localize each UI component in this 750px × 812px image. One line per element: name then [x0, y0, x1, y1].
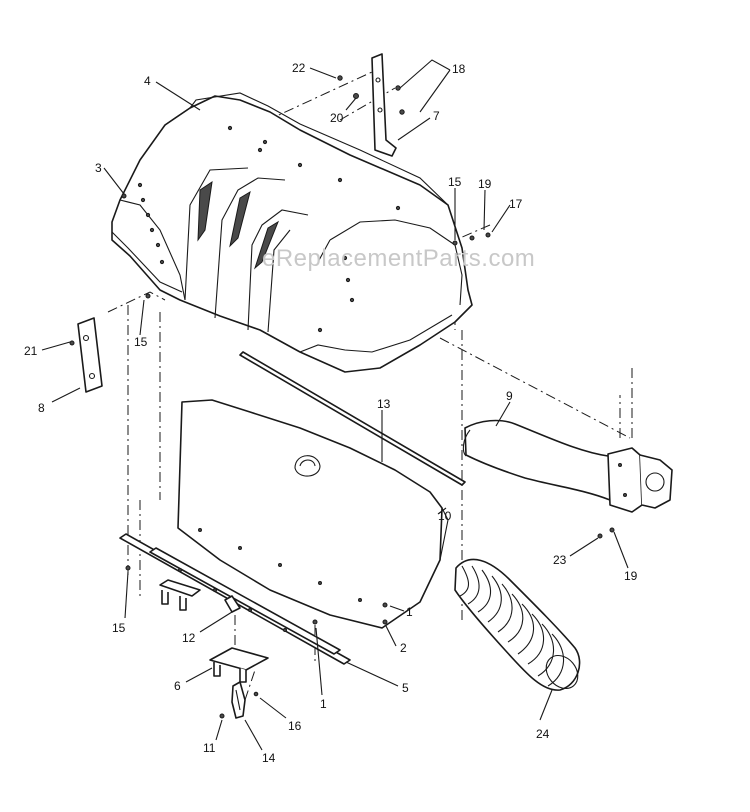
callout-15: 15: [448, 175, 462, 189]
callout-17: 17: [509, 197, 523, 211]
mounting-rail: [119, 533, 351, 665]
callout-5: 5: [402, 681, 409, 695]
callout-19: 19: [624, 569, 638, 583]
flex-hose: [454, 558, 581, 691]
callout-19: 19: [478, 177, 492, 191]
callout-12: 12: [182, 631, 196, 645]
watermark: eReplacementParts.com: [262, 245, 535, 272]
mount-plate: [77, 317, 103, 393]
callout-16: 16: [288, 719, 302, 733]
leader-lines: [41, 59, 629, 751]
lower-bracket: [209, 647, 269, 683]
callout-24: 24: [536, 727, 550, 741]
callout-15: 15: [112, 621, 126, 635]
callout-7: 7: [433, 109, 440, 123]
callout-23: 23: [553, 553, 567, 567]
callout-11: 11: [203, 741, 216, 755]
fasteners: [69, 193, 615, 719]
callout-2: 2: [400, 641, 407, 655]
callout-10: 10: [438, 509, 452, 523]
callout-1: 1: [406, 605, 413, 619]
callout-15: 15: [134, 335, 148, 349]
callout-1: 1: [320, 697, 327, 711]
upright-bracket: [337, 53, 405, 157]
callout-6: 6: [174, 679, 181, 693]
discharge-chute: [462, 419, 673, 513]
callout-22: 22: [292, 61, 306, 75]
latch: [231, 681, 259, 719]
callout-labels: 4 3 22 20 18 7 15 19 17 15 21 8 13 9 10 …: [24, 61, 638, 765]
strip: [239, 351, 466, 486]
callout-3: 3: [95, 161, 102, 175]
hinge-brackets: [159, 579, 241, 613]
callout-8: 8: [38, 401, 45, 415]
callout-13: 13: [377, 397, 391, 411]
callout-18: 18: [452, 62, 466, 76]
callout-4: 4: [144, 74, 151, 88]
callout-9: 9: [506, 389, 513, 403]
callout-20: 20: [330, 111, 344, 125]
callout-21: 21: [24, 344, 38, 358]
deflector-panel: [177, 399, 449, 629]
callout-14: 14: [262, 751, 276, 765]
hood-cover: [111, 92, 473, 373]
